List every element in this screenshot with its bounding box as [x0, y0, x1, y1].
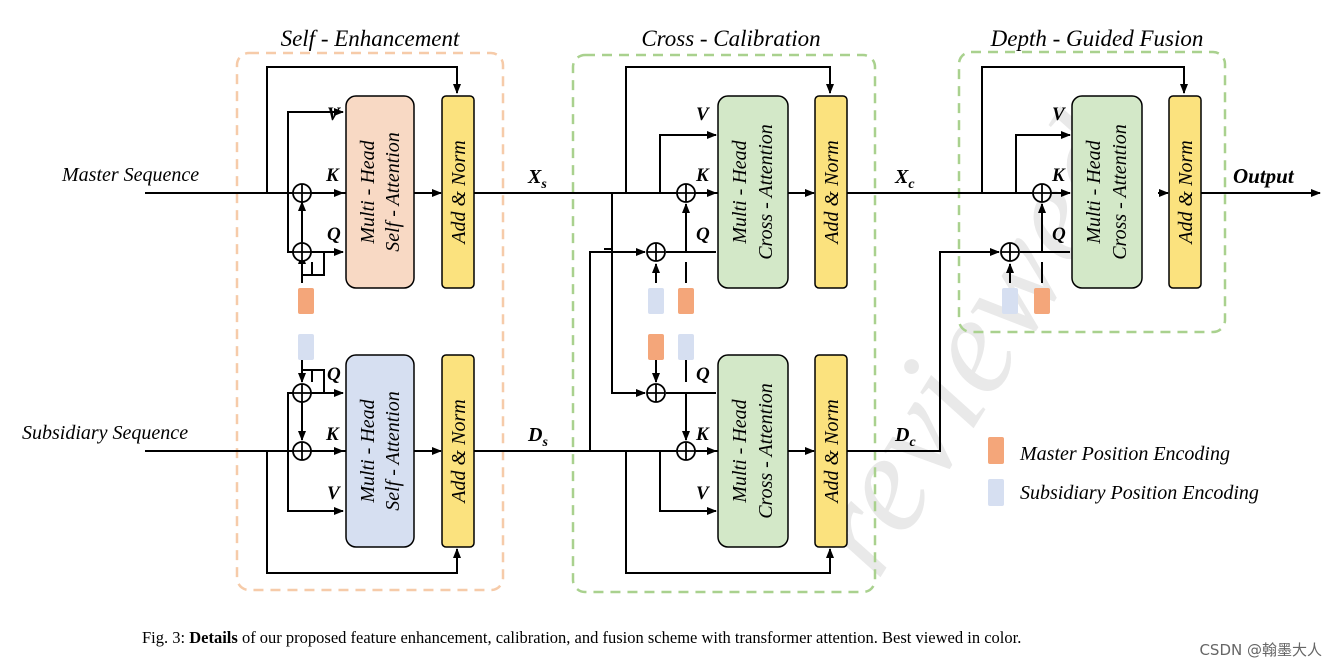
self-attn-master-line2: Self - Attention	[382, 132, 404, 252]
add-norm-cross-sub-label: Add & Norm	[821, 399, 843, 504]
figure-caption: Fig. 3: Details of our proposed feature …	[142, 628, 1021, 647]
cross-attn-sub-line1: Multi - Head	[729, 398, 751, 503]
fusion-attn-line1: Multi - Head	[1083, 139, 1105, 244]
fusion-adders	[1000, 183, 1052, 262]
cross-calibration-title: Cross - Calibration	[641, 26, 820, 51]
cross-attention-subsidiary-block	[717, 354, 789, 548]
cross-attention-master-block	[717, 95, 789, 289]
k-label-cross-sub: K	[695, 424, 710, 445]
subsidiary-sequence-label: Subsidiary Sequence	[22, 422, 188, 444]
master-pe-fusion	[1034, 288, 1050, 314]
xs-label: Xs	[527, 166, 547, 192]
cross-attn-master-line2: Cross - Attention	[755, 124, 777, 260]
self-attention-subsidiary-block	[345, 354, 415, 548]
q-label-self-master: Q	[327, 224, 341, 245]
add-norm-fusion-label: Add & Norm	[1175, 140, 1197, 245]
self-enhancement-title: Self - Enhancement	[281, 26, 460, 51]
cross-master-adders	[646, 183, 696, 262]
cross-attn-sub-line2: Cross - Attention	[755, 383, 777, 519]
subsidiary-pe-cross-top	[648, 288, 664, 314]
subsidiary-pe-fusion	[1002, 288, 1018, 314]
self-attn-master-line1: Multi - Head	[357, 139, 379, 244]
v-label-cross-master: V	[696, 104, 710, 125]
master-sequence-label: Master Sequence	[61, 164, 199, 186]
legend-subsidiary-label: Subsidiary Position Encoding	[1020, 482, 1259, 504]
xc-label: Xc	[894, 166, 915, 192]
q-label-fusion: Q	[1052, 224, 1066, 245]
q-label-cross-sub: Q	[696, 364, 710, 385]
add-norm-fusion	[1168, 95, 1202, 289]
k-label-self-sub: K	[325, 424, 340, 445]
cross-subsidiary-adders	[646, 383, 696, 461]
v-label-self-master: V	[327, 104, 341, 125]
v-label-self-sub: V	[327, 483, 341, 504]
cross-calibration-frame	[571, 53, 877, 594]
self-subsidiary-adders	[292, 383, 312, 461]
k-label-cross-master: K	[695, 165, 710, 186]
self-attn-sub-line1: Multi - Head	[357, 398, 379, 503]
add-norm-self-master-label: Add & Norm	[448, 140, 470, 245]
output-label: Output	[1233, 164, 1295, 188]
self-attn-sub-line2: Self - Attention	[382, 391, 404, 511]
master-pe-cross-top	[678, 288, 694, 314]
csdn-watermark: CSDN @翰墨大人	[1199, 641, 1322, 659]
master-pe-self	[298, 288, 314, 314]
v-label-cross-sub: V	[696, 483, 710, 504]
add-norm-cross-master-label: Add & Norm	[821, 140, 843, 245]
cross-attn-master-line1: Multi - Head	[729, 139, 751, 244]
self-master-adders	[292, 183, 312, 262]
k-label-fusion: K	[1051, 165, 1066, 186]
k-label-self-master: K	[325, 165, 340, 186]
legend-master-swatch	[988, 437, 1004, 464]
self-attention-master-block	[345, 95, 415, 289]
add-norm-self-sub-label: Add & Norm	[448, 399, 470, 504]
q-label-self-sub: Q	[327, 364, 341, 385]
v-label-fusion: V	[1052, 104, 1066, 125]
self-enhancement-frame	[235, 51, 505, 592]
master-pe-cross-bottom	[648, 334, 664, 360]
fusion-cross-attention-block	[1071, 95, 1143, 289]
depth-guided-fusion-title: Depth - Guided Fusion	[990, 26, 1204, 51]
legend-subsidiary-swatch	[988, 479, 1004, 506]
q-label-cross-master: Q	[696, 224, 710, 245]
subsidiary-pe-cross-bottom	[678, 334, 694, 360]
legend-master-label: Master Position Encoding	[1019, 443, 1230, 465]
dc-label: Dc	[894, 424, 916, 450]
fusion-attn-line2: Cross - Attention	[1109, 124, 1131, 260]
subsidiary-pe-self	[298, 334, 314, 360]
ds-label: Ds	[527, 424, 548, 450]
